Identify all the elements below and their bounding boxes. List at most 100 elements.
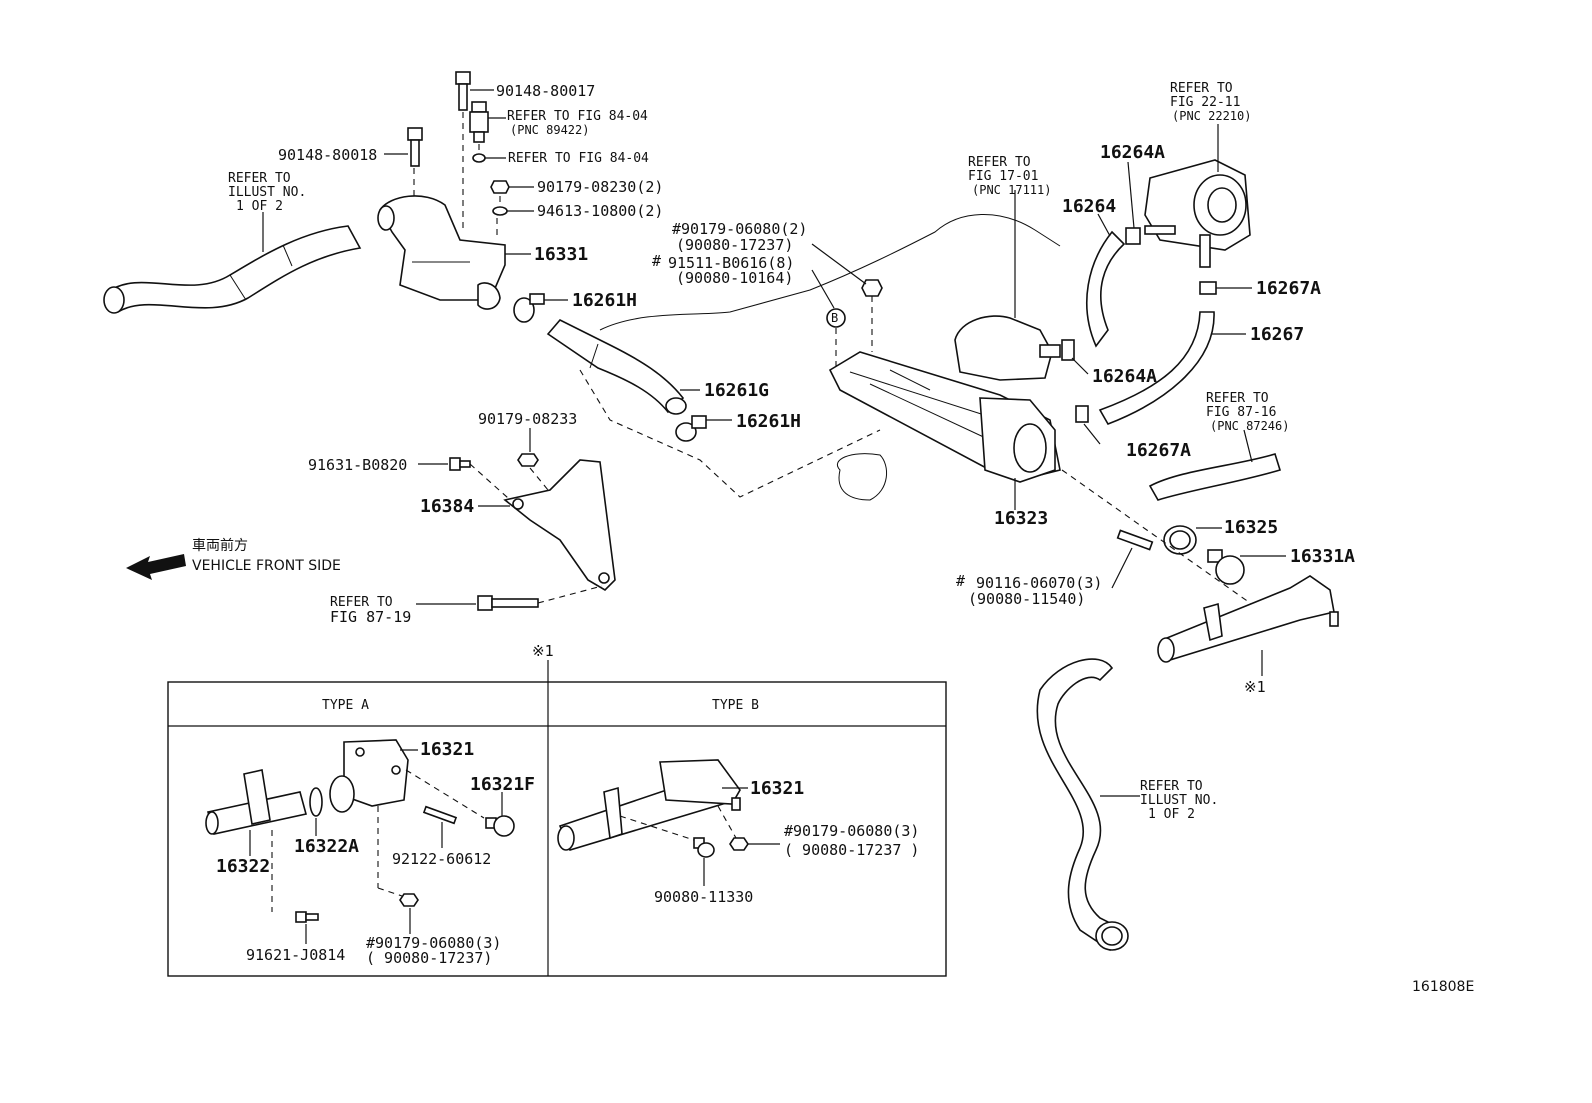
refer-fig-label: FIG 87-19 xyxy=(330,608,411,626)
refer-illust-label: REFER TO xyxy=(1140,779,1203,794)
radiator-hose-upper-left xyxy=(103,225,362,314)
part-number-label: 94613-10800(2) xyxy=(537,202,663,220)
hose-clamp-16264A xyxy=(1061,339,1075,361)
inset-box xyxy=(167,681,947,977)
hose-87246 xyxy=(1148,453,1282,501)
part-number-label: (90080-10164) xyxy=(676,269,793,287)
part-number-label: 90179-08230(2) xyxy=(537,178,663,196)
sensor-89422 xyxy=(469,101,489,143)
nut-90179-06080 xyxy=(399,893,419,907)
circle-b-label: B xyxy=(831,311,838,325)
bolt-91621-J0814 xyxy=(295,911,319,923)
inset-marker: ※1 xyxy=(532,642,554,660)
hose-16267 xyxy=(1075,281,1217,425)
part-number-label: 16331A xyxy=(1290,546,1355,567)
refer-illust-label: ILLUST NO. xyxy=(1140,793,1218,808)
hose-16264 xyxy=(1086,227,1141,348)
hose-16261G xyxy=(546,319,687,415)
part-number-label: 16267 xyxy=(1250,324,1304,345)
type-b-heading: TYPE B xyxy=(712,698,759,713)
bolt-90148-80018 xyxy=(407,127,423,167)
bolt-91631-B0820 xyxy=(449,457,471,471)
part-number-label: 16321F xyxy=(470,774,535,795)
part-number-label: 16321 xyxy=(420,739,474,760)
part-number-label: 90148-80017 xyxy=(496,82,595,100)
water-inlet-housing-17111 xyxy=(954,315,1061,381)
part-number-label: #90179-06080(3) xyxy=(366,934,501,952)
type-a-pipe-16322 xyxy=(205,769,307,835)
nut-90179-08233 xyxy=(517,453,539,467)
part-number-label: 16321 xyxy=(750,778,804,799)
part-number-label: 91621-J0814 xyxy=(246,946,345,964)
part-number-label: 16264A xyxy=(1092,366,1157,387)
part-number-label: 16325 xyxy=(1224,517,1278,538)
water-bypass-16323 xyxy=(828,351,1061,483)
part-number-label: 16323 xyxy=(994,508,1048,529)
refer-fig-label: (PNC 17111) xyxy=(972,183,1051,197)
refer-fig-label: REFER TO xyxy=(330,595,393,610)
hose-clamp-16261H xyxy=(513,293,545,323)
bracket-16384 xyxy=(503,459,616,592)
thermostat-pipe-assy xyxy=(1157,575,1339,663)
part-number-label: ( 90080-17237 ) xyxy=(784,841,919,859)
refer-illust-label: REFER TO xyxy=(228,171,291,186)
refer-fig-label: REFER TO xyxy=(1170,81,1233,96)
part-number-label: #90179-06080(2) xyxy=(672,220,807,238)
part-number-label: 16261H xyxy=(736,411,801,432)
thermostat-16331A xyxy=(1207,549,1245,585)
gasket-16325-inner xyxy=(1169,530,1191,550)
refer-fig-label: FIG 22-11 xyxy=(1170,95,1240,110)
part-number-label: 16261H xyxy=(572,290,637,311)
bolt-87-19 xyxy=(477,595,539,611)
engine-outline xyxy=(579,214,1061,501)
stud-92122 xyxy=(422,805,458,825)
washer-94613 xyxy=(492,206,508,216)
part-number-label: 91631-B0820 xyxy=(308,456,407,474)
vehicle-front-label-jp: 車両前方 xyxy=(192,537,248,554)
left-arrow-icon xyxy=(126,554,186,580)
refer-illust-label: 1 OF 2 xyxy=(1148,807,1195,822)
part-number-label: ( 90080-17237) xyxy=(366,949,492,967)
part-number-label: 90080-11330 xyxy=(654,888,753,906)
vehicle-front-label: VEHICLE FRONT SIDE xyxy=(192,558,341,574)
o-ring-16322A xyxy=(309,787,323,817)
part-number-label: 90148-80018 xyxy=(278,146,377,164)
refer-illust-label: 1 OF 2 xyxy=(236,199,283,214)
radiator-hose-lower xyxy=(1036,658,1129,952)
washer xyxy=(472,153,486,163)
stud-90116 xyxy=(1116,529,1154,551)
bleeder-16321F xyxy=(485,815,515,837)
refer-fig-label: FIG 87-16 xyxy=(1206,405,1276,420)
part-number-label: 16264 xyxy=(1062,196,1116,217)
part-number-label: 16322 xyxy=(216,856,270,877)
refer-fig-label: FIG 17-01 xyxy=(968,169,1038,184)
part-number-label: 16267A xyxy=(1256,278,1321,299)
part-number-label: 92122-60612 xyxy=(392,850,491,868)
hose-clamp-16261H xyxy=(675,415,707,442)
diagram-id: 161808E xyxy=(1412,979,1474,995)
refer-fig-label: (PNC 87246) xyxy=(1210,419,1289,433)
part-number-label: 90179-08233 xyxy=(478,410,577,428)
refer-fig-label: REFER TO xyxy=(968,155,1031,170)
nut-90179-06080 xyxy=(729,837,749,851)
nut-90179-06080 xyxy=(861,279,883,297)
refer-fig-label: REFER TO FIG 84-04 xyxy=(508,151,649,166)
part-number-label: (90080-17237) xyxy=(676,236,793,254)
part-number-label: 16267A xyxy=(1126,440,1191,461)
type-a-heading: TYPE A xyxy=(322,698,369,713)
part-number-label: 16261G xyxy=(704,380,769,401)
part-number-label: 16322A xyxy=(294,836,359,857)
circle-b-marker xyxy=(826,308,846,328)
nut-90179-08230 xyxy=(490,180,510,194)
refer-illust-label: ILLUST NO. xyxy=(228,185,306,200)
part-number-label: 91511-B0616(8) xyxy=(668,254,794,272)
part-number-label: 16264A xyxy=(1100,142,1165,163)
part-number-label: 16384 xyxy=(420,496,474,517)
throttle-body-22210 xyxy=(1144,159,1251,268)
hash-marker: # xyxy=(956,572,965,590)
water-outlet-16331 xyxy=(377,195,506,310)
refer-fig-label: (PNC 22210) xyxy=(1172,109,1251,123)
water-inlet-16321-a xyxy=(329,739,409,813)
